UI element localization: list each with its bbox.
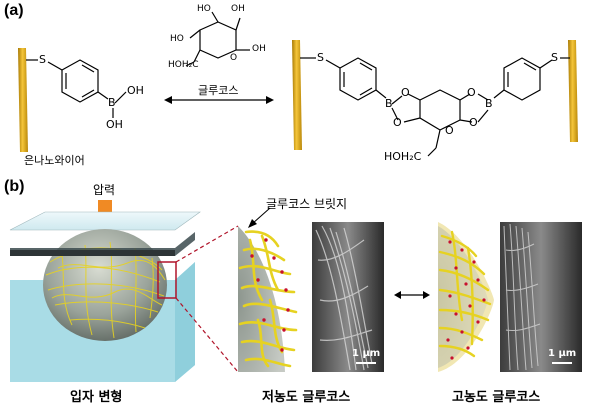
nanowire-right bbox=[568, 40, 578, 142]
pressure-label: 압력 bbox=[93, 183, 116, 197]
glucose-oh-2: OH bbox=[252, 44, 266, 54]
atom-b-prod-2: B bbox=[485, 97, 493, 110]
wire-label: 은나노와이어 bbox=[24, 154, 85, 167]
deformed-particle bbox=[43, 229, 167, 341]
glucose-ho-1: HO bbox=[197, 4, 211, 14]
atom-b-prod-1: B bbox=[385, 97, 393, 110]
glucose-ring-o: O bbox=[230, 53, 238, 63]
low-conc-zoom bbox=[238, 226, 298, 372]
glucose-ho-2: HO bbox=[170, 34, 184, 44]
caption-high-concentration: 고농도 글루코스 bbox=[452, 390, 541, 405]
glucose-oh-1: OH bbox=[231, 4, 245, 14]
atom-o-prod-3: O bbox=[445, 124, 454, 137]
atom-o-prod-4: O bbox=[467, 86, 476, 99]
atom-o-prod-1: O bbox=[401, 86, 410, 99]
zoom-box bbox=[157, 261, 177, 299]
reagent-label: 글루코스 bbox=[198, 84, 239, 97]
atom-o-prod-2: O bbox=[393, 116, 402, 129]
product-hoh2c: HOH₂C bbox=[384, 150, 422, 163]
nanowire-left bbox=[18, 48, 28, 152]
glass-plate bbox=[9, 211, 201, 231]
atom-s-prod-1: S bbox=[317, 51, 324, 64]
glucose-hoh2c: HOH₂C bbox=[168, 60, 199, 70]
caption-low-concentration: 저농도 글루코스 bbox=[262, 390, 351, 405]
atom-o-prod-5: O bbox=[469, 116, 478, 129]
atom-oh-left-2: OH bbox=[106, 118, 123, 131]
pressure-arrow-shaft bbox=[98, 200, 112, 212]
panel-a-tag: (a) bbox=[4, 2, 24, 19]
panel-b-tag: (b) bbox=[4, 178, 25, 195]
scale-bar-low: 1 μm bbox=[352, 348, 381, 359]
atom-oh-left-1: OH bbox=[127, 84, 144, 97]
nanowire-product-left bbox=[292, 40, 302, 150]
scale-bar-high: 1 μm bbox=[548, 348, 577, 359]
atom-s-left: S bbox=[39, 53, 46, 66]
atom-s-prod-2: S bbox=[551, 51, 558, 64]
high-conc-zoom bbox=[438, 222, 494, 372]
atom-b-left: B bbox=[108, 96, 116, 109]
panel-a-diagram bbox=[18, 11, 578, 157]
caption-particle-deformation: 입자 변형 bbox=[70, 390, 123, 405]
bridge-label: 글루코스 브릿지 bbox=[266, 197, 348, 211]
